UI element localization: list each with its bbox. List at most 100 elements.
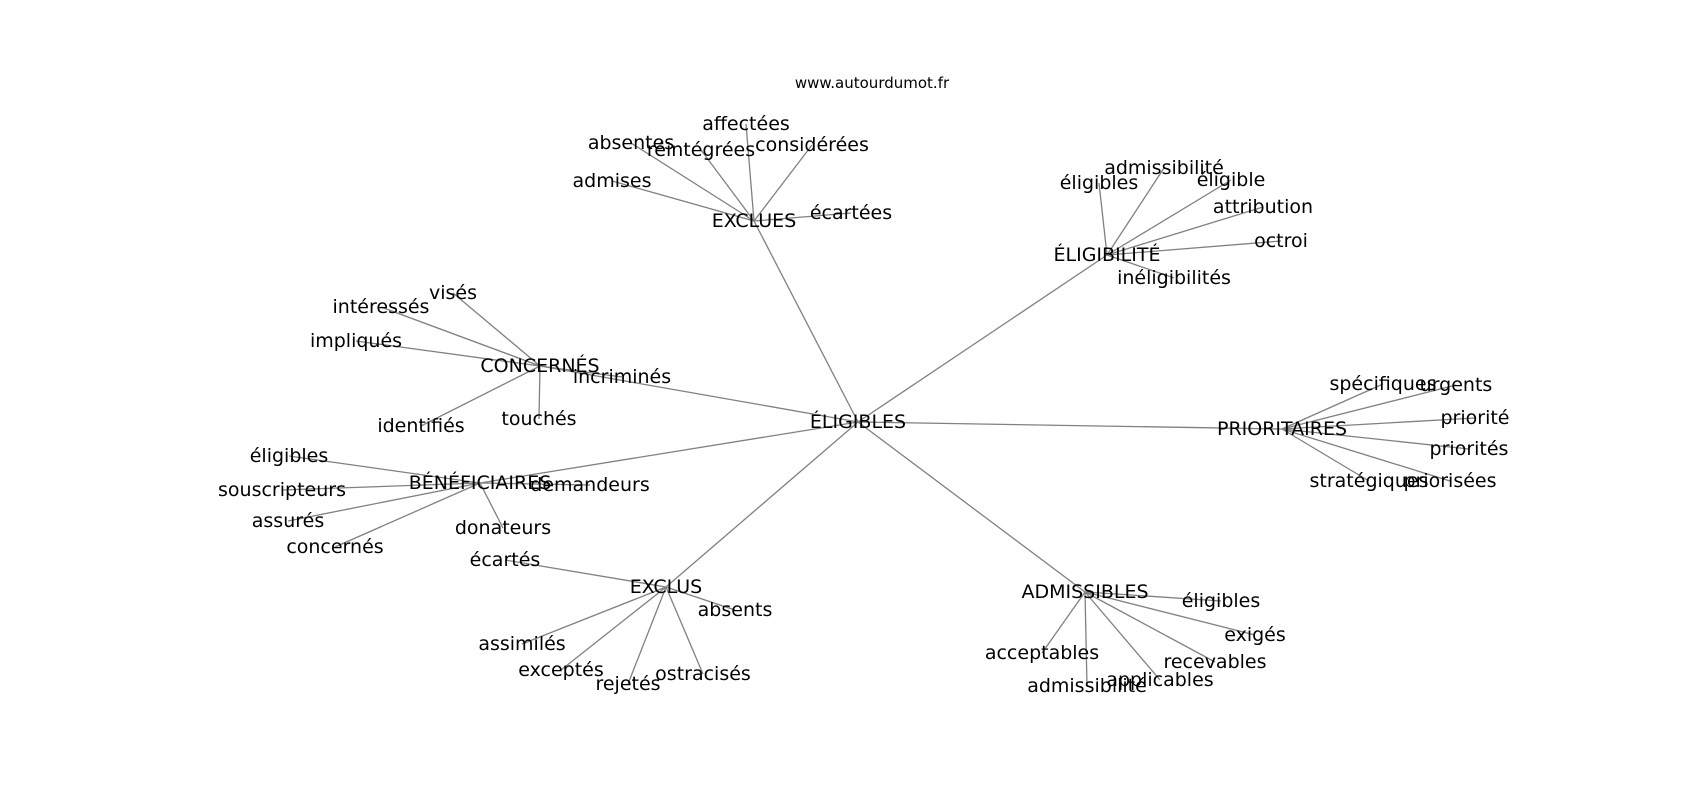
edge-5-1 (665, 586, 736, 611)
related-word-label: rejetés (595, 673, 660, 695)
edge-3-3 (1281, 428, 1470, 450)
related-word-label: touchés (501, 408, 576, 430)
edge-1-4 (1106, 240, 1282, 256)
related-word-label: absents (698, 599, 773, 621)
edge-center-1 (857, 254, 1108, 423)
edge-5-2 (521, 586, 667, 645)
related-word-label: éligibles (1182, 590, 1261, 612)
related-word-label: urgents (1420, 374, 1493, 396)
edge-0-4 (611, 180, 755, 222)
edge-5-3 (560, 586, 667, 671)
edge-2-1 (380, 306, 541, 367)
related-word-label: considérées (755, 134, 869, 156)
related-word-label: éligibles (250, 445, 329, 467)
related-word-label: identifiés (377, 415, 464, 437)
related-word-label: admises (573, 170, 652, 192)
edge-1-0 (1106, 167, 1165, 256)
related-word-label: acceptables (985, 642, 1099, 664)
related-word-label: affectées (702, 113, 790, 135)
edge-0-1 (630, 142, 755, 222)
related-word-label: spécifiques (1329, 373, 1436, 395)
related-word-label: assurés (252, 510, 324, 532)
related-word-label: réintégrées (647, 139, 755, 161)
related-word-label: recevables (1163, 651, 1266, 673)
related-word-label: intéressés (333, 296, 430, 318)
edge-center-3 (857, 421, 1283, 430)
related-word-label: admissibilité (1027, 675, 1147, 697)
related-word-label: incriminés (573, 366, 671, 388)
edge-6-5 (1084, 591, 1161, 681)
edge-center-4 (479, 421, 859, 484)
cluster-hub-label: ÉLIGIBILITÉ (1054, 243, 1161, 266)
edge-3-4 (1281, 428, 1370, 482)
edge-3-5 (1281, 428, 1451, 482)
edge-4-2 (479, 482, 591, 486)
related-word-label: inéligibilités (1117, 267, 1231, 289)
edge-0-3 (753, 144, 813, 222)
edge-0-0 (745, 123, 755, 222)
related-word-label: éligibles (1060, 172, 1139, 194)
related-word-label: absentes (588, 132, 674, 154)
cluster-hub-label: EXCLUS (630, 576, 703, 598)
edge-5-5 (665, 586, 704, 675)
related-word-label: applicables (1106, 669, 1213, 691)
edge-4-5 (334, 482, 481, 548)
related-word-label: stratégiques (1310, 470, 1429, 492)
edge-3-1 (1281, 384, 1457, 430)
edge-6-3 (1084, 591, 1216, 663)
related-word-label: ostracisés (655, 663, 751, 685)
related-word-label: assimilés (478, 633, 565, 655)
related-word-label: exceptés (518, 659, 604, 681)
edge-3-2 (1281, 417, 1476, 430)
related-word-label: éligible (1197, 169, 1266, 191)
edge-1-5 (1106, 254, 1175, 279)
related-word-label: visés (429, 282, 477, 304)
site-watermark: www.autourdumot.fr (795, 74, 950, 92)
edge-3-0 (1281, 383, 1384, 430)
cluster-hub-label: CONCERNÉS (480, 354, 599, 377)
edge-1-1 (1098, 182, 1108, 256)
related-word-label: priorité (1440, 407, 1509, 429)
edge-4-1 (281, 482, 481, 491)
related-word-label: souscripteurs (218, 479, 346, 501)
related-word-label: concernés (286, 536, 383, 558)
edge-4-4 (479, 482, 504, 529)
edge-center-6 (857, 421, 1086, 593)
related-word-label: exigés (1224, 624, 1286, 646)
edge-5-0 (504, 559, 667, 588)
edge-center-5 (665, 421, 859, 588)
edge-4-3 (287, 482, 481, 522)
edge-2-3 (539, 365, 623, 378)
edge-6-2 (1041, 591, 1086, 654)
related-word-label: impliqués (310, 330, 402, 352)
related-word-label: priorités (1430, 438, 1509, 460)
related-word-label: admissibilité (1104, 157, 1224, 179)
related-word-label: écartés (470, 549, 541, 571)
edge-5-4 (627, 586, 667, 685)
edge-4-0 (288, 455, 481, 484)
edge-2-5 (538, 365, 541, 420)
edge-2-4 (420, 365, 541, 427)
edge-6-1 (1084, 591, 1256, 636)
related-word-label: donateurs (455, 517, 551, 539)
related-word-label: octroi (1254, 230, 1308, 252)
related-word-label: priorisées (1403, 470, 1496, 492)
edge-6-0 (1084, 591, 1222, 602)
cluster-hub-label: BÉNÉFICIAIRES (409, 471, 552, 494)
edge-2-2 (355, 340, 541, 367)
edge-2-0 (452, 292, 541, 367)
edge-1-3 (1106, 206, 1264, 256)
graph-center-word: ÉLIGIBLES (810, 410, 906, 433)
cluster-hub-label: EXCLUES (712, 210, 797, 232)
edge-1-2 (1106, 179, 1232, 256)
edge-6-4 (1084, 591, 1088, 687)
edge-0-5 (753, 212, 852, 222)
related-word-label: attribution (1213, 196, 1313, 218)
related-word-label: demandeurs (530, 474, 649, 496)
edge-center-2 (539, 365, 859, 423)
cluster-hub-label: PRIORITAIRES (1217, 418, 1347, 440)
graph-labels: www.autourdumot.fr ÉLIGIBLES EXCLUES affec… (218, 74, 1509, 697)
edge-0-2 (700, 149, 755, 222)
edge-center-0 (753, 220, 859, 423)
